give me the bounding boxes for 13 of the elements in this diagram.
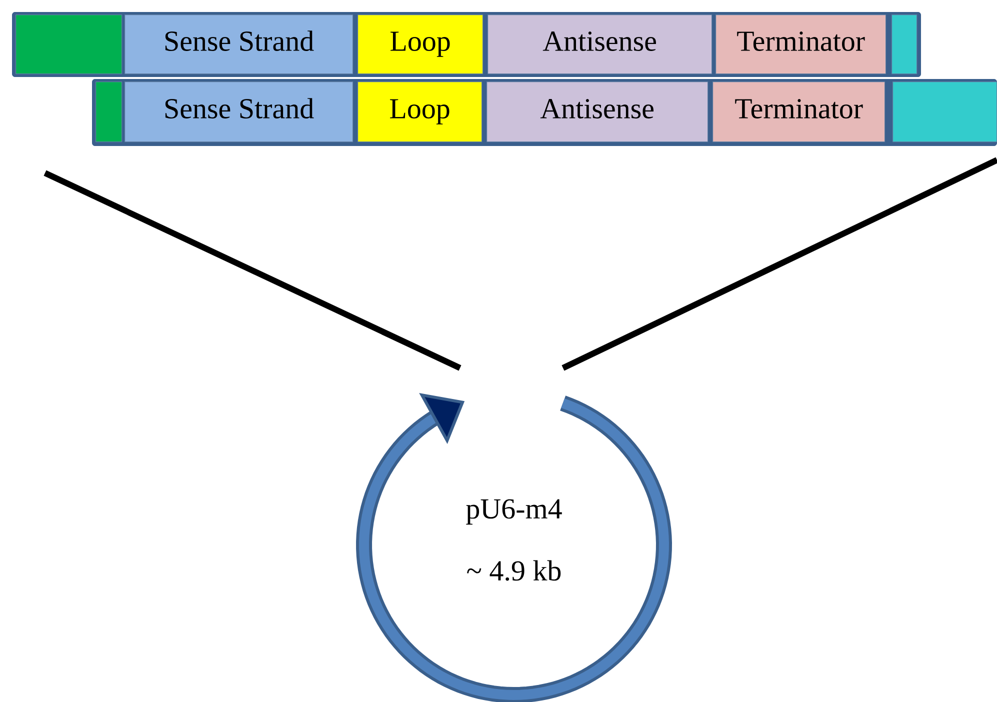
segment-box: Terminator — [712, 82, 886, 142]
segment-box: Loop — [358, 14, 484, 74]
segment-box: Antisense — [486, 82, 708, 142]
segment-box: Terminator — [716, 14, 886, 74]
segment-box: Loop — [358, 82, 482, 142]
segment-box — [96, 82, 122, 142]
segment-box — [892, 82, 997, 142]
segment-box: Antisense — [488, 14, 712, 74]
segment-box — [16, 14, 122, 74]
segment-box — [892, 14, 918, 74]
segment-box: Sense Strand — [124, 14, 354, 74]
segment-box: Sense Strand — [124, 82, 354, 142]
plasmid-label: pU6-m4 ~ 4.9 kb — [466, 499, 562, 581]
